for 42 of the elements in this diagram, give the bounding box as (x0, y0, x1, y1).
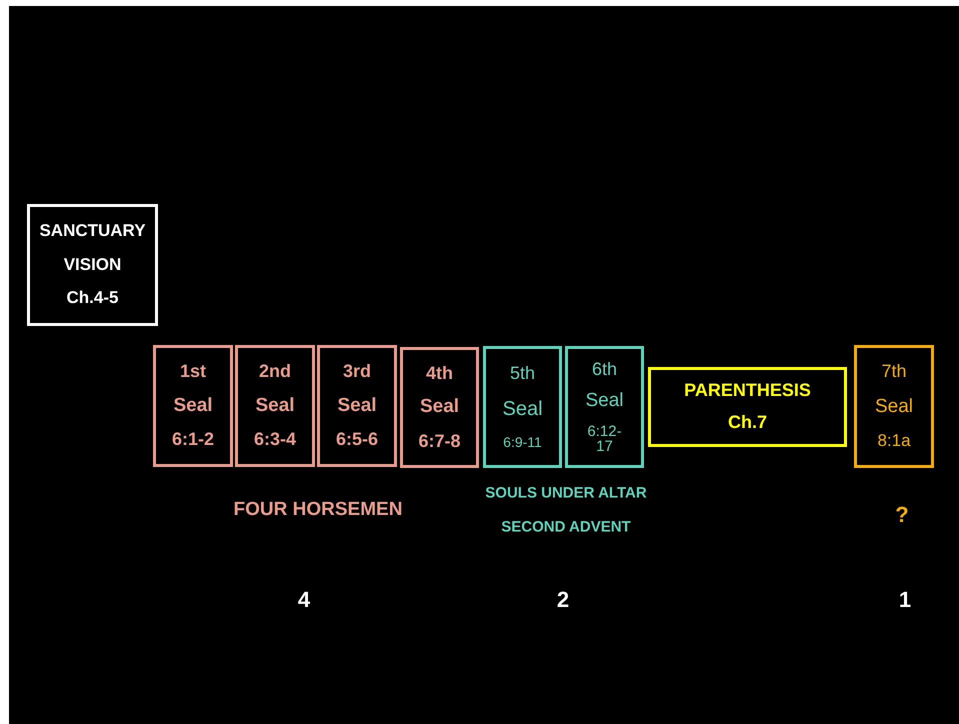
box-text: Seal (255, 396, 295, 416)
group-label: SOULS UNDER ALTAR (485, 484, 647, 502)
box-text: 3rd (342, 362, 371, 382)
group-label: FOUR HORSEMEN (234, 499, 402, 521)
box-text: 7th (881, 362, 907, 382)
box-text: Seal (585, 391, 624, 412)
seal-box (483, 346, 562, 468)
seal-box (565, 346, 644, 468)
box-text: 5th (510, 364, 536, 384)
box-text: 2nd (258, 362, 291, 382)
group-label: SECOND ADVENT (501, 518, 631, 536)
box-text: Seal (420, 397, 460, 418)
box-text: 8:1a (877, 432, 911, 451)
box-text: 6th (592, 360, 618, 380)
box-text: 6:5-6 (336, 430, 378, 450)
parenthesis-box (648, 367, 847, 447)
box-text: 4th (426, 364, 453, 384)
box-text: 6:12- 17 (586, 424, 623, 454)
vision-box (27, 204, 158, 326)
box-text: 6:3-4 (254, 430, 296, 450)
seal-box (317, 345, 397, 467)
box-text: Seal (874, 396, 914, 418)
question-mark: ? (895, 502, 909, 528)
count-number: 1 (898, 587, 912, 613)
seal-box (235, 345, 315, 467)
box-text: 6:1-2 (172, 430, 214, 450)
box-text: PARENTHESIS (684, 381, 811, 402)
seal-box (854, 345, 934, 468)
box-text: VISION (64, 256, 122, 274)
seal-box (153, 345, 233, 467)
box-text: Ch.7 (728, 412, 767, 433)
box-text: 1st (180, 362, 206, 382)
box-text: Seal (173, 396, 213, 416)
box-text: Ch.4-5 (66, 289, 118, 308)
box-text: Seal (502, 398, 543, 420)
box-text: SANCTUARY (39, 222, 146, 241)
count-number: 4 (298, 587, 310, 613)
box-text: 6:9-11 (503, 434, 542, 450)
box-text: 6:7-8 (418, 432, 461, 452)
box-text: Seal (337, 396, 377, 416)
count-number: 2 (556, 587, 570, 613)
seal-box (400, 347, 479, 468)
